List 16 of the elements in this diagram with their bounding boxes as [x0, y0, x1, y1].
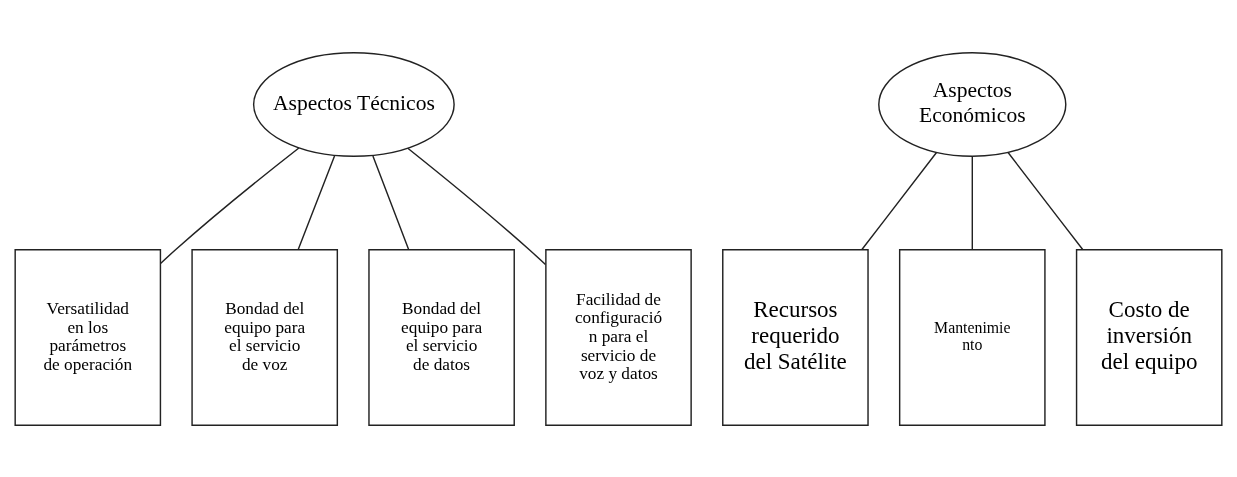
- node-box: Mantenimie nto: [898, 248, 1046, 426]
- connector: [861, 151, 938, 250]
- node-ellipse: Aspectos Técnicos: [252, 51, 455, 157]
- node-ellipse: Aspectos Económicos: [878, 51, 1067, 157]
- connector: [372, 154, 410, 250]
- connector: [407, 147, 547, 265]
- connector: [159, 146, 300, 264]
- node-box: Bondad del equipo para el servicio de datos: [368, 248, 515, 426]
- connector: [297, 154, 336, 250]
- node-box: Bondad del equipo para el servicio de voz: [191, 248, 339, 426]
- connector: [971, 155, 973, 250]
- node-box: Recursos requerido del Satélite: [722, 248, 869, 426]
- node-box: Facilidad de configuració n para el servicio de voz y datos: [545, 248, 692, 426]
- connector: [1007, 151, 1084, 250]
- node-box: Costo de inversión del equipo: [1075, 248, 1223, 426]
- node-box: Versatilidad en los parámetros de operación: [14, 248, 162, 426]
